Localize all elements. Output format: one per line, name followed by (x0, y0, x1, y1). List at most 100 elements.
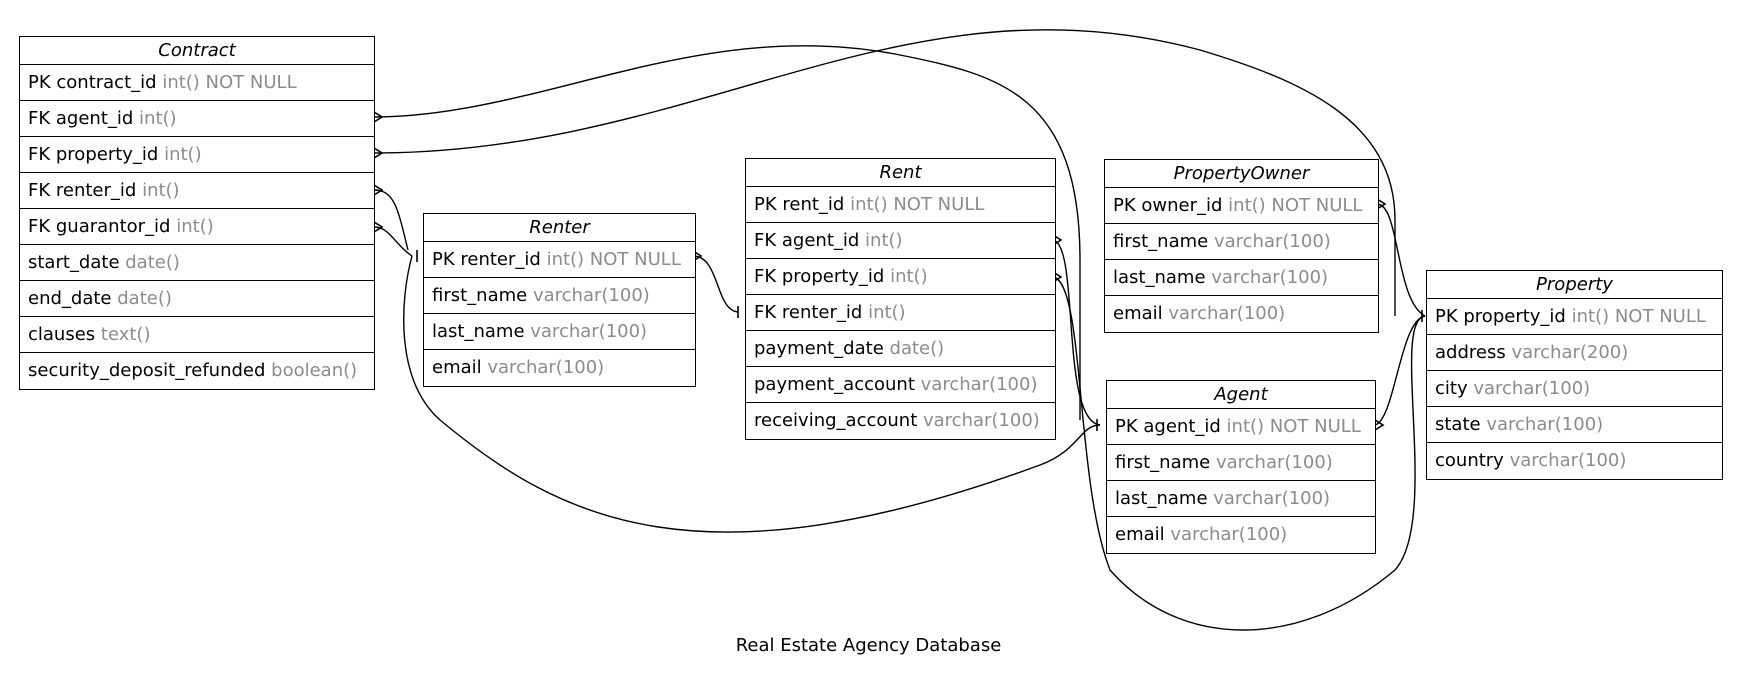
edge-renter-rent (692, 255, 739, 313)
table-header: Property (1427, 271, 1722, 299)
edge-rent-property (1052, 276, 1426, 631)
column-type: text() (100, 324, 151, 345)
column-type: varchar(100) (487, 357, 605, 378)
table-row: state varchar(100) (1427, 407, 1722, 443)
table-row: first_name varchar(100) (1105, 224, 1378, 260)
column-type: varchar(100) (1215, 452, 1333, 473)
column-name: FK property_id (28, 144, 159, 165)
table-row: city varchar(100) (1427, 371, 1722, 407)
column-type: varchar(200) (1511, 342, 1629, 363)
column-name: last_name (1115, 488, 1208, 509)
table-row: payment_account varchar(100) (746, 367, 1055, 403)
column-type: varchar(100) (922, 410, 1040, 431)
edge-rent-agent (1052, 239, 1101, 426)
column-type: int() NOT NULL (850, 194, 985, 215)
column-type: varchar(100) (920, 374, 1038, 395)
column-name: receiving_account (754, 410, 918, 431)
column-type: int() NOT NULL (546, 249, 681, 270)
table-row: FK property_id int() (746, 259, 1055, 295)
table-row: address varchar(200) (1427, 335, 1722, 371)
table-row: last_name varchar(100) (1107, 481, 1375, 517)
column-type: int() NOT NULL (1571, 306, 1706, 327)
column-type: int() (865, 230, 903, 251)
column-type: varchar(100) (1213, 488, 1331, 509)
column-type: varchar(100) (1168, 303, 1286, 324)
column-name: payment_date (754, 338, 884, 359)
column-type: date() (117, 288, 172, 309)
edge-contract-guarantor (373, 226, 413, 257)
diagram-caption: Real Estate Agency Database (735, 635, 1002, 656)
crow-foot-contract-agent (373, 111, 384, 123)
table-row: FK renter_id int() (746, 295, 1055, 331)
column-type: varchar(100) (1509, 450, 1627, 471)
table-row: email varchar(100) (1107, 517, 1375, 553)
edge-contract-property (373, 29, 1396, 316)
table-row: PK agent_id int() NOT NULL (1107, 409, 1375, 445)
column-name: clauses (28, 324, 96, 345)
column-name: email (1115, 524, 1165, 545)
table-row: FK property_id int() (20, 137, 374, 173)
column-type: varchar(100) (1473, 378, 1591, 399)
table-row: FK agent_id int() (746, 223, 1055, 259)
table-row: PK property_id int() NOT NULL (1427, 299, 1722, 335)
column-type: int() NOT NULL (1226, 416, 1361, 437)
table-row: first_name varchar(100) (1107, 445, 1375, 481)
table-row: FK agent_id int() (20, 101, 374, 137)
crow-foot-agent-pk (1374, 419, 1385, 431)
column-type: int() (890, 266, 928, 287)
table-row: FK renter_id int() (20, 173, 374, 209)
column-name: last_name (432, 321, 525, 342)
column-name: city (1435, 378, 1468, 399)
table-row: email varchar(100) (1105, 296, 1378, 332)
column-name: FK renter_id (754, 302, 863, 323)
table-row: country varchar(100) (1427, 443, 1722, 479)
table-header: PropertyOwner (1105, 160, 1378, 188)
column-name: FK agent_id (754, 230, 860, 251)
edge-contract-renter (373, 189, 409, 251)
edge-owner-property (1376, 203, 1426, 317)
column-name: PK renter_id (432, 249, 541, 270)
table-header: Rent (746, 159, 1055, 187)
table-header: Agent (1107, 381, 1375, 409)
column-type: date() (889, 338, 945, 359)
column-name: first_name (1115, 452, 1211, 473)
column-name: payment_account (754, 374, 915, 395)
column-type: int() NOT NULL (1228, 195, 1363, 216)
column-type: int() (142, 180, 180, 201)
column-name: start_date (28, 252, 120, 273)
table-row: last_name varchar(100) (424, 314, 695, 350)
table-row: payment_date date() (746, 331, 1055, 367)
table-row: start_date date() (20, 245, 374, 281)
table-row: PK renter_id int() NOT NULL (424, 242, 695, 278)
column-name: country (1435, 450, 1504, 471)
column-name: security_deposit_refunded (28, 360, 266, 381)
column-name: first_name (432, 285, 528, 306)
column-name: PK agent_id (1115, 416, 1221, 437)
column-type: int() (139, 108, 177, 129)
crow-foot-contract-renter (373, 184, 384, 196)
column-name: FK guarantor_id (28, 216, 171, 237)
column-name: address (1435, 342, 1506, 363)
column-name: FK agent_id (28, 108, 134, 129)
table-row: receiving_account varchar(100) (746, 403, 1055, 439)
table-row: email varchar(100) (424, 350, 695, 386)
column-name: PK contract_id (28, 72, 157, 93)
column-type: varchar(100) (1170, 524, 1288, 545)
column-name: FK property_id (754, 266, 885, 287)
column-name: email (1113, 303, 1163, 324)
column-name: FK renter_id (28, 180, 137, 201)
column-type: int() (868, 302, 906, 323)
table-row: first_name varchar(100) (424, 278, 695, 314)
table-header: Contract (20, 37, 374, 65)
column-type: int() (176, 216, 214, 237)
edge-agent-property (1374, 315, 1426, 426)
column-name: PK property_id (1435, 306, 1566, 327)
table-row: last_name varchar(100) (1105, 260, 1378, 296)
column-type: varchar(100) (1486, 414, 1604, 435)
